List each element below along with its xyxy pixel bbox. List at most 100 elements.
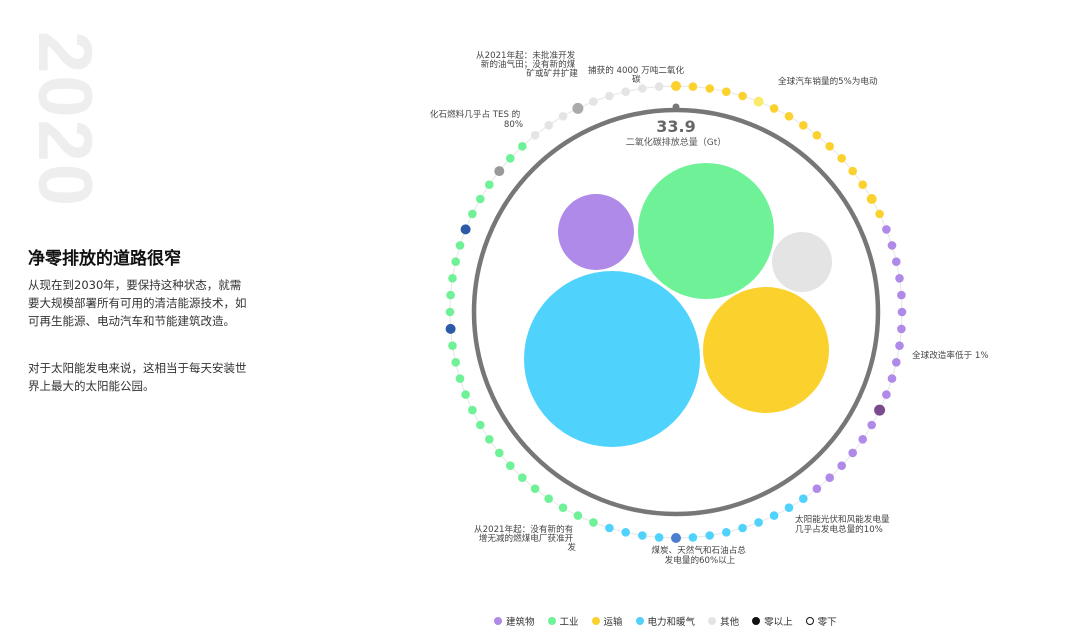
milestone-dot — [753, 96, 764, 107]
annotation-fossil-power: 煤炭、天然气和石油占总 发电量的60%以上 — [651, 544, 748, 566]
legend: 建筑物 工业 运输 电力和暖气 其他 零以上 零下 — [494, 614, 837, 628]
milestone-dot — [638, 531, 647, 540]
legend-item-below-zero: 零下 — [805, 614, 837, 628]
bubble-transport — [703, 287, 829, 413]
legend-swatch — [547, 617, 556, 625]
milestone-dot — [506, 461, 515, 471]
milestone-dot — [448, 341, 457, 351]
milestone-dot — [446, 290, 455, 300]
milestone-dot — [812, 131, 822, 140]
milestone-dot — [468, 405, 477, 415]
bubble-buildings — [558, 194, 634, 270]
annotation-solar-wind: 太阳能光伏和风能发电量 几乎占发电总量的10% — [795, 513, 892, 535]
milestone-dot — [866, 194, 877, 204]
milestone-dot — [892, 257, 901, 267]
milestone-dot — [544, 121, 553, 130]
milestone-dot — [455, 241, 465, 250]
milestone-dot — [572, 102, 584, 114]
milestone-dot — [638, 84, 647, 93]
milestone-dot — [858, 180, 867, 189]
milestone-dot — [875, 209, 884, 219]
milestone-dot — [897, 324, 906, 334]
milestone-dot — [895, 341, 904, 351]
milestone-dot — [654, 533, 664, 542]
legend-swatch — [708, 617, 717, 625]
milestone-dot — [784, 112, 794, 121]
milestone-dot — [468, 209, 477, 219]
milestone-dot — [671, 533, 681, 543]
annotation-no-new-coal: 从2021年起：没有新的有 增无减的燃煤电厂获准开 发 — [474, 523, 576, 553]
milestone-dot — [460, 224, 471, 235]
milestone-dot — [895, 274, 904, 283]
milestone-dots — [445, 81, 907, 543]
milestone-dot — [705, 531, 714, 540]
annotation-ev-sales: 全球汽车销量的5%为电动 — [778, 75, 878, 87]
milestone-dot — [867, 420, 876, 430]
milestone-dot — [799, 494, 808, 504]
milestone-dot — [848, 448, 857, 458]
milestone-dot — [671, 81, 681, 91]
milestone-dot — [530, 131, 540, 140]
milestone-dot — [837, 461, 846, 471]
milestone-dot — [476, 194, 485, 204]
milestone-dot — [882, 390, 891, 399]
legend-label: 其他 — [720, 617, 740, 628]
milestone-dot — [451, 257, 461, 267]
milestone-dot — [448, 274, 457, 283]
milestone-dot — [485, 180, 494, 189]
milestone-dot — [848, 166, 857, 176]
legend-item-transport: 运输 — [591, 614, 623, 628]
milestone-dot — [558, 503, 568, 512]
milestone-dot — [544, 494, 553, 504]
milestone-dot — [621, 87, 630, 96]
milestone-dot — [518, 142, 527, 151]
legend-swatch — [591, 617, 600, 625]
milestone-dot — [897, 290, 906, 300]
milestone-dot — [589, 518, 598, 527]
milestone-dot — [882, 225, 891, 234]
milestone-dot — [705, 84, 714, 93]
milestone-dot — [887, 374, 897, 383]
milestone-dot — [485, 435, 494, 444]
milestone-dot — [754, 518, 763, 527]
legend-item-other: 其他 — [708, 614, 739, 628]
milestone-dot — [738, 523, 747, 533]
bubble-power — [524, 271, 700, 447]
ring-marker — [672, 103, 680, 111]
milestone-dot — [858, 435, 867, 444]
milestone-dot — [722, 528, 731, 537]
milestone-dot — [769, 104, 779, 113]
legend-swatch — [752, 617, 761, 625]
legend-label: 运输 — [603, 617, 623, 628]
total-emissions-value: 33.9 — [656, 117, 695, 136]
legend-label: 零下 — [817, 617, 837, 628]
paragraph-1: 从现在到2030年，要保持这种状态，就需要大规模部署所有可用的清洁能源技术，如可… — [28, 278, 247, 328]
milestone-dot — [784, 503, 794, 512]
bubble-other — [772, 232, 832, 292]
legend-swatch — [635, 617, 644, 625]
milestone-dot — [799, 121, 808, 130]
paragraph-2: 对于太阳能发电来说，这相当于每天安装世界上最大的太阳能公园。 — [28, 361, 247, 393]
milestone-dot — [722, 87, 731, 96]
annotation-no-new-oil-gas: 从2021年起：未批准开发 新的油气田；没有新的煤 矿或矿井扩建 — [476, 49, 578, 79]
milestone-dot — [455, 374, 465, 383]
annotation-retrofit-rate: 全球改造率低于 1% — [912, 349, 989, 361]
milestone-dot — [837, 154, 846, 163]
milestone-dot — [825, 473, 834, 483]
milestone-dot — [476, 420, 485, 430]
milestone-dot — [621, 528, 630, 537]
milestone-dot — [738, 91, 747, 101]
milestone-dot — [506, 154, 515, 163]
milestone-dot — [688, 533, 698, 542]
legend-swatch — [494, 617, 502, 625]
milestone-dot — [451, 358, 461, 367]
legend-label: 建筑物 — [506, 617, 535, 628]
milestone-dot — [654, 82, 664, 91]
milestone-dot — [445, 307, 455, 317]
milestone-dot — [445, 323, 456, 334]
milestone-dot — [573, 511, 583, 520]
legend-item-industry: 工业 — [547, 614, 579, 628]
milestone-dot — [461, 390, 470, 399]
legend-item-above-zero: 零以上 — [752, 614, 793, 628]
